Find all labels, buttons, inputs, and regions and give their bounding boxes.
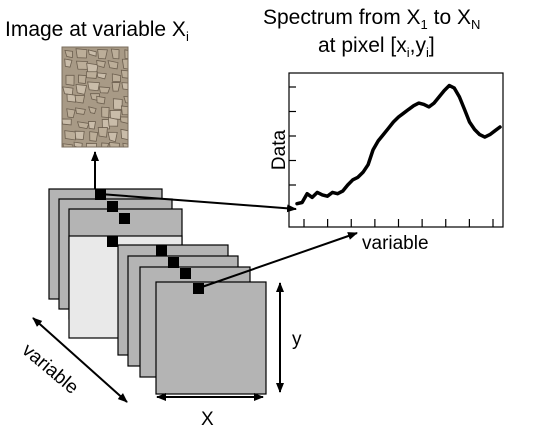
- pixel-square: [107, 236, 118, 247]
- texture-tile: [89, 131, 99, 142]
- texture-tile: [62, 118, 72, 126]
- plot-xlabel: variable: [362, 233, 429, 254]
- texture-tile: [87, 121, 96, 130]
- texture-tile: [75, 48, 88, 59]
- pixel-square: [156, 245, 167, 256]
- texture-tile: [96, 95, 106, 105]
- plot-frame: [288, 72, 504, 228]
- texture-tile: [124, 49, 128, 59]
- texture-tile: [110, 48, 120, 60]
- texture-tile: [109, 109, 122, 120]
- texture-tile: [64, 49, 73, 59]
- texture-tile: [66, 93, 77, 103]
- texture-tile: [101, 106, 110, 119]
- x-ticks: [303, 219, 494, 227]
- texture-tile: [64, 58, 73, 68]
- texture-tile: [64, 130, 77, 141]
- texture-tile: [75, 60, 89, 70]
- spectrum-plot: variable Data: [269, 72, 504, 254]
- texture-tile: [65, 74, 75, 86]
- texture-tile: [73, 141, 83, 147]
- texture-tile: [78, 74, 87, 84]
- texture-tile: [87, 81, 100, 92]
- texture-tile: [86, 142, 98, 147]
- image-stack: [48, 188, 267, 395]
- y-ticks: [289, 86, 296, 186]
- texture-tile: [112, 98, 123, 110]
- texture-tile: [98, 86, 111, 94]
- plot-ylabel: Data: [269, 130, 290, 171]
- texture-tile: [74, 130, 85, 140]
- texture-tile: [66, 108, 76, 119]
- texture-tile: [75, 107, 86, 115]
- texture-tile: [121, 58, 128, 70]
- texture-border: [61, 46, 129, 148]
- image-frame: [155, 281, 267, 395]
- pixel-arrow-start: [99, 193, 297, 213]
- texture-tile: [107, 60, 119, 70]
- texture-tile: [75, 84, 87, 95]
- texture-tile: [111, 82, 121, 92]
- pixel-square: [168, 257, 179, 268]
- pixel-arrow-end: [198, 232, 358, 289]
- texture-tile: [76, 121, 90, 130]
- y-axis-label: y: [292, 329, 302, 350]
- texture-tile: [107, 117, 119, 127]
- texture-tile: [87, 49, 97, 57]
- spectrum-title-line2: at pixel [xi,yi]: [318, 34, 435, 60]
- texture-tile: [62, 143, 74, 147]
- texture-tile: [108, 141, 120, 147]
- image-label: Image at variable Xi: [5, 18, 189, 44]
- texture-tile: [96, 59, 106, 69]
- texture-image: [61, 46, 129, 148]
- pixel-square: [180, 268, 191, 279]
- texture-tile: [85, 71, 98, 79]
- texture-tile: [119, 116, 128, 124]
- depth-axis-arrow: [32, 317, 128, 403]
- depth-axis-label: variable: [18, 340, 82, 399]
- texture-tile: [96, 72, 107, 80]
- texture-tile: [123, 96, 128, 104]
- texture-tile: [97, 127, 108, 138]
- texture-tile: [88, 106, 97, 114]
- texture-tile: [107, 131, 118, 143]
- pixel-square: [107, 201, 118, 212]
- texture-tile: [121, 82, 128, 90]
- texture-tile: [111, 73, 122, 83]
- texture-tile: [122, 142, 128, 147]
- texture-tile: [101, 119, 111, 130]
- pixel-square: [119, 213, 130, 224]
- texture-tile: [101, 142, 110, 147]
- pixel-square: [193, 283, 204, 294]
- spectrum-line: [295, 83, 502, 206]
- texture-tile: [120, 105, 128, 116]
- x-axis-label: X: [201, 409, 214, 429]
- texture-tile: [120, 69, 128, 79]
- texture-tile: [97, 49, 108, 60]
- texture-tile: [120, 128, 128, 141]
- texture-tile: [74, 95, 86, 104]
- spectrum-title-line1: Spectrum from X1 to XN: [263, 6, 480, 32]
